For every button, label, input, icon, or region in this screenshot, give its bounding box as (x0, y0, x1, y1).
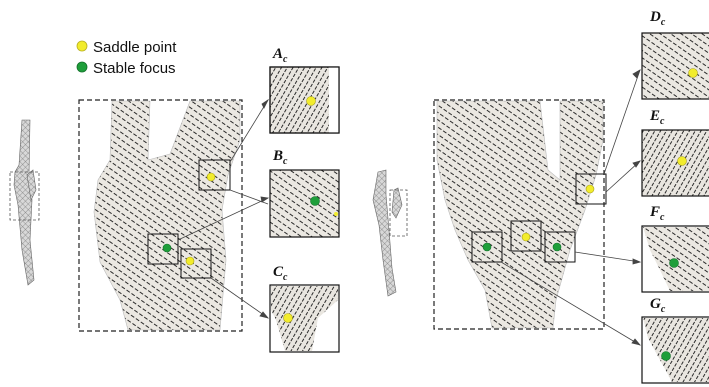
stable-focus-legend-marker (77, 62, 87, 72)
inset-e: Ec (642, 108, 709, 196)
inset-a-label: Ac (272, 46, 288, 65)
inset-e-frame (642, 130, 709, 196)
inset-g-label: Gc (650, 296, 666, 315)
inset-b-stable-focus (311, 197, 320, 206)
left-vessel-overview (10, 120, 39, 285)
saddle-point-a (207, 173, 215, 181)
inset-f-stable-focus (670, 259, 679, 268)
right-vessel-overview (373, 170, 407, 296)
saddle-point-c (186, 257, 194, 265)
inset-d-frame (642, 33, 709, 99)
inset-a: Ac (270, 46, 339, 133)
right-main-panel (434, 100, 606, 329)
stable-focus-g (553, 243, 561, 251)
inset-f-label: Fc (649, 204, 665, 223)
inset-e-label: Ec (649, 108, 665, 127)
inset-e-saddle-point (678, 157, 687, 166)
legend-label-saddle: Saddle point (93, 39, 177, 56)
left-main-panel (79, 100, 242, 331)
inset-b-label: Bc (272, 148, 288, 167)
legend: Saddle point Stable focus (77, 39, 177, 77)
inset-d: Dc (642, 9, 709, 99)
inset-b-frame (270, 170, 339, 237)
stable-focus-b (163, 244, 171, 252)
inset-g-stable-focus (662, 352, 671, 361)
inset-b: Bc (270, 148, 339, 237)
inset-a-saddle-point (307, 97, 316, 106)
saddle-point-legend-marker (77, 41, 87, 51)
inset-g: Gc (642, 296, 709, 383)
inset-a-frame (270, 67, 339, 133)
inset-c-saddle-point (284, 314, 293, 323)
stable-focus-f (483, 243, 491, 251)
saddle-point-d (586, 185, 594, 193)
inset-d-saddle-point (689, 69, 698, 78)
inset-f: Fc (642, 204, 709, 292)
inset-d-label: Dc (649, 9, 666, 28)
inset-c-label: Cc (273, 264, 288, 283)
inset-c: Cc (270, 264, 339, 352)
legend-label-focus: Stable focus (93, 60, 176, 77)
saddle-point-e (522, 233, 530, 241)
